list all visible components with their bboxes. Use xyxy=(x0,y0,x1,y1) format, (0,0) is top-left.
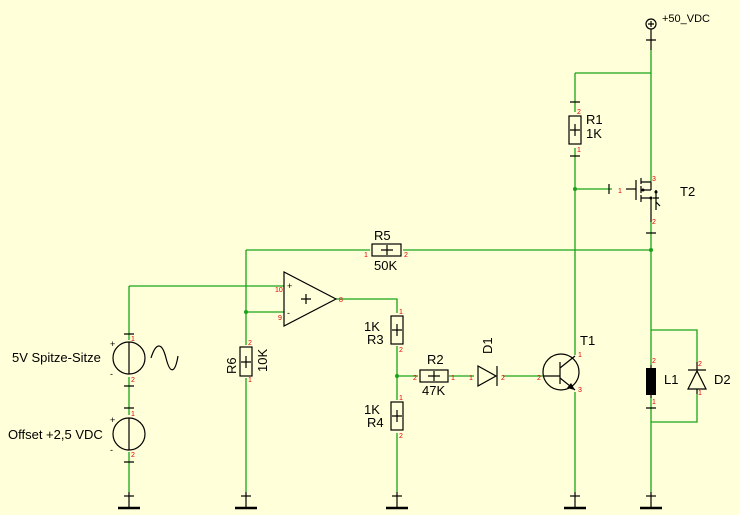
ground-1 xyxy=(118,492,140,510)
resistor-r2[interactable]: 2 1 R2 47K xyxy=(413,352,455,398)
svg-text:1: 1 xyxy=(469,375,473,382)
svg-text:+: + xyxy=(287,281,292,291)
supply-terminal[interactable]: +50_VDC xyxy=(645,13,710,50)
inductor-l1[interactable]: 2 1 L1 xyxy=(646,358,678,406)
resistor-r3[interactable]: 1 2 1K R3 xyxy=(364,309,404,354)
r2-name: R2 xyxy=(427,352,444,367)
ground-4 xyxy=(564,492,586,510)
d2-name: D2 xyxy=(714,372,731,387)
sine-source[interactable]: + - 1 2 5V Spitze-Sitze xyxy=(12,336,179,384)
offset-source[interactable]: + - 1 2 Offset +2,5 VDC xyxy=(8,411,146,459)
t1-name: T1 xyxy=(580,333,595,348)
svg-text:-: - xyxy=(110,369,113,379)
mosfet-t2[interactable]: 1 3 2 T2 xyxy=(608,176,695,226)
svg-text:+: + xyxy=(110,415,115,425)
resistor-r5[interactable]: 1 2 R5 50K xyxy=(364,228,408,273)
svg-text:1: 1 xyxy=(131,411,135,418)
svg-text:1: 1 xyxy=(248,377,252,384)
resistor-r4[interactable]: 1 2 1K R4 xyxy=(364,395,404,440)
lead-ticks xyxy=(124,101,656,463)
svg-text:1: 1 xyxy=(577,147,581,154)
r6-value: 10K xyxy=(255,349,270,372)
svg-text:2: 2 xyxy=(131,452,135,459)
svg-text:8: 8 xyxy=(339,297,343,304)
supply-label: +50_VDC xyxy=(662,13,710,25)
r4-value: 1K xyxy=(364,402,380,417)
r3-name: R3 xyxy=(367,332,384,347)
svg-text:9: 9 xyxy=(278,315,282,322)
svg-text:1: 1 xyxy=(652,399,656,406)
svg-text:-: - xyxy=(287,308,290,318)
svg-text:10: 10 xyxy=(275,287,283,294)
svg-text:2: 2 xyxy=(652,219,656,226)
svg-text:1: 1 xyxy=(451,375,455,382)
svg-text:2: 2 xyxy=(652,358,656,365)
svg-text:2: 2 xyxy=(698,361,702,368)
wires xyxy=(128,50,698,492)
svg-text:3: 3 xyxy=(578,387,582,394)
svg-text:2: 2 xyxy=(537,375,541,382)
ground-5 xyxy=(640,492,662,510)
svg-text:1: 1 xyxy=(399,309,403,316)
op-amp[interactable]: + - 10 9 8 xyxy=(275,271,343,327)
svg-text:2: 2 xyxy=(399,347,403,354)
svg-text:1: 1 xyxy=(698,390,702,397)
svg-text:3: 3 xyxy=(652,176,656,183)
transistor-t1[interactable]: 1 2 3 T1 xyxy=(537,333,595,394)
svg-text:2: 2 xyxy=(413,375,417,382)
svg-text:1: 1 xyxy=(578,352,582,359)
r5-value: 50K xyxy=(374,258,397,273)
svg-text:2: 2 xyxy=(248,340,252,347)
l1-name: L1 xyxy=(664,372,678,387)
svg-text:2: 2 xyxy=(131,377,135,384)
junctions xyxy=(244,187,653,378)
r5-name: R5 xyxy=(374,228,391,243)
sine-source-label: 5V Spitze-Sitze xyxy=(12,350,101,365)
ground-symbols xyxy=(118,492,662,510)
resistor-r6[interactable]: 2 1 R6 10K xyxy=(224,340,270,384)
diode-d2[interactable]: 2 1 D2 xyxy=(687,361,731,397)
r1-value: 1K xyxy=(586,126,602,141)
t2-name: T2 xyxy=(680,184,695,199)
ground-2 xyxy=(235,492,257,510)
r6-name: R6 xyxy=(224,357,239,374)
svg-text:+: + xyxy=(110,339,115,349)
svg-text:2: 2 xyxy=(501,375,505,382)
offset-source-label: Offset +2,5 VDC xyxy=(8,427,103,442)
r4-name: R4 xyxy=(367,415,384,430)
svg-text:2: 2 xyxy=(404,252,408,259)
ground-3 xyxy=(386,492,408,510)
svg-text:1: 1 xyxy=(131,336,135,343)
svg-text:2: 2 xyxy=(577,109,581,116)
d1-name: D1 xyxy=(480,337,495,354)
r1-name: R1 xyxy=(586,112,603,127)
svg-text:2: 2 xyxy=(399,433,403,440)
svg-text:1: 1 xyxy=(618,188,622,195)
resistor-r1[interactable]: 2 1 R1 1K xyxy=(568,109,603,154)
svg-text:-: - xyxy=(110,445,113,455)
diode-d1[interactable]: 1 2 D1 xyxy=(469,337,505,388)
svg-text:1: 1 xyxy=(399,395,403,402)
r3-value: 1K xyxy=(364,319,380,334)
r2-value: 47K xyxy=(422,383,445,398)
svg-text:1: 1 xyxy=(364,252,368,259)
